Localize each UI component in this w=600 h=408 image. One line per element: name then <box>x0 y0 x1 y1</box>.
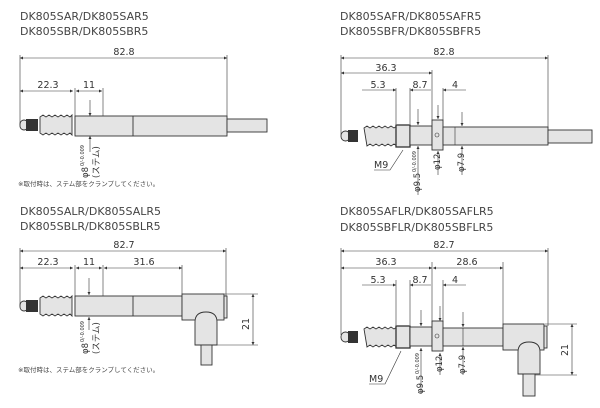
probe-straight <box>19 113 268 137</box>
model-title-line1: DK805SAR/DK805SAR5 <box>20 10 149 23</box>
dim-thread-length: 5.3 <box>370 80 385 91</box>
dimension-lines <box>19 55 228 152</box>
dim-height: 21 <box>560 344 571 356</box>
svg-text:φ9.5: φ9.5 <box>413 173 423 192</box>
svg-text:0/-0.009: 0/-0.009 <box>80 321 86 342</box>
svg-text:0/-0.009: 0/-0.009 <box>80 145 86 166</box>
dim-thread-length: 5.3 <box>370 275 385 286</box>
dim-height: 21 <box>241 318 252 330</box>
dim-flange-to-elbow: 28.6 <box>456 257 477 268</box>
diameter-12-label: φ12 <box>435 356 445 372</box>
model-title-line2: DK805SBFLR/DK805SBFLR5 <box>340 221 493 234</box>
panel-dk805saflr: DK805SAFLR/DK805SAFLR5 DK805SBFLR/DK805S… <box>340 205 577 397</box>
probe-flanged <box>340 119 593 151</box>
dim-tip-to-flange: 36.3 <box>375 257 396 268</box>
dim-overall-length: 82.8 <box>433 47 454 58</box>
svg-text:(ステム): (ステム) <box>92 146 102 178</box>
svg-text:φ8: φ8 <box>81 167 91 178</box>
diameter-12-label: φ12 <box>433 154 443 170</box>
model-title-line2: DK805SBR/DK805SBR5 <box>20 25 148 38</box>
thread-label: M9 <box>374 160 388 171</box>
svg-text:φ9.5: φ9.5 <box>416 375 426 394</box>
dim-flange-width: 4 <box>452 275 458 286</box>
panel-dk805safr: DK805SAFR/DK805SAFR5 DK805SBFR/DK805SBFR… <box>340 10 593 195</box>
diameter-7-9-label: φ7.9 <box>457 153 467 172</box>
stem-diameter-label: φ8 0/-0.009 (ステム) <box>80 321 102 354</box>
thread-label: M9 <box>369 374 383 385</box>
diameter-7-9-label: φ7.9 <box>458 355 468 374</box>
model-title-line1: DK805SALR/DK805SALR5 <box>20 205 161 218</box>
dim-stem-length: 11 <box>83 80 95 91</box>
model-title-line2: DK805SBFR/DK805SBFR5 <box>340 25 481 38</box>
model-title-line1: DK805SAFR/DK805SAFR5 <box>340 10 481 23</box>
dim-body-length: 31.6 <box>133 257 154 268</box>
diameter-9-5-label: φ9.5 0/-0.009 <box>415 353 426 394</box>
dim-tip-to-flange: 36.3 <box>375 63 396 74</box>
probe-right-angle <box>19 293 228 366</box>
dim-body-length: 8.7 <box>412 275 427 286</box>
panel-dk805salr: DK805SALR/DK805SALR5 DK805SBLR/DK805SBLR… <box>18 205 258 374</box>
svg-text:φ8: φ8 <box>81 343 91 354</box>
probe-flanged-right-angle <box>340 320 548 397</box>
svg-text:0/-0.009: 0/-0.009 <box>415 353 421 374</box>
panel-dk805sar: DK805SAR/DK805SAR5 DK805SBR/DK805SBR5 82… <box>18 10 268 188</box>
dim-overall-length: 82.7 <box>433 240 454 251</box>
diameter-9-5-label: φ9.5 0/-0.009 <box>412 151 423 192</box>
mounting-note: ※取付時は、ステム部をクランプしてください。 <box>18 365 159 374</box>
mounting-note: ※取付時は、ステム部をクランプしてください。 <box>18 179 159 188</box>
model-title-line2: DK805SBLR/DK805SBLR5 <box>20 220 161 233</box>
dimension-lines <box>19 248 258 346</box>
svg-text:(ステム): (ステム) <box>92 322 102 354</box>
dim-body-length: 8.7 <box>412 80 427 91</box>
dimension-lines <box>340 248 577 394</box>
dim-tip-to-stem: 22.3 <box>37 257 58 268</box>
svg-text:0/-0.009: 0/-0.009 <box>412 151 418 172</box>
dim-tip-to-stem: 22.3 <box>37 80 58 91</box>
dim-overall-length: 82.8 <box>113 47 134 58</box>
dim-stem-length: 11 <box>83 257 95 268</box>
model-title-line1: DK805SAFLR/DK805SAFLR5 <box>340 205 494 218</box>
stem-diameter-label: φ8 0/-0.009 (ステム) <box>80 145 102 178</box>
dim-flange-width: 4 <box>452 80 458 91</box>
dimension-lines <box>340 55 549 195</box>
dim-overall-length: 82.7 <box>113 240 134 251</box>
